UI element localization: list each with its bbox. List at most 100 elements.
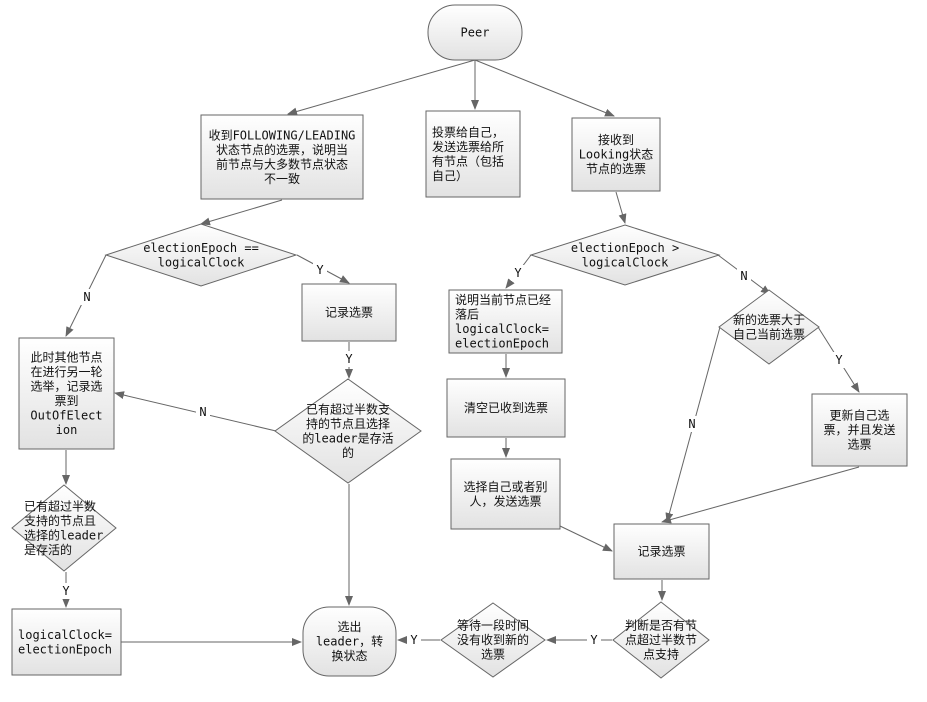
edge-label-bg	[685, 416, 699, 432]
node-text-line: 记录选票	[637, 545, 685, 559]
node-text-line: 换状态	[331, 649, 367, 663]
node-text-line: 的	[342, 445, 354, 460]
edge-label-majority-mid-no: N	[199, 405, 206, 419]
node-text-line: 持的节点且选择	[306, 416, 390, 431]
node-text-line: 更新自己选	[829, 408, 889, 423]
decision-diamond	[529, 224, 721, 286]
process-box	[811, 393, 908, 467]
process-box	[613, 523, 710, 580]
edge-label-bg	[59, 583, 73, 599]
node-text-line: 自己当前选票	[733, 326, 805, 341]
node-text-line: 落后	[455, 307, 479, 321]
node-text-line: 点超过半数节	[625, 632, 697, 647]
edge-label-new-bigger-no: N	[688, 417, 695, 431]
node-text-line: 自己）	[432, 169, 468, 183]
node-text-line: 的leader是存活	[302, 430, 393, 445]
edge-label-eq-no: N	[83, 290, 90, 304]
decision-diamond	[612, 601, 710, 679]
node-text-line: Peer	[461, 26, 490, 40]
connector-arrow-5	[615, 191, 627, 224]
connector-arrow-18	[559, 525, 613, 552]
node-text-line: 票到	[54, 394, 78, 408]
node-text-line: 新的选票大于	[733, 312, 805, 327]
node-text-line: 选举，记录选	[30, 379, 102, 393]
process-box	[200, 114, 364, 200]
edge-label-bg	[342, 351, 356, 367]
process-box	[446, 378, 566, 438]
node-decision-epoch-eq: electionEpoch ==logicalClock	[104, 223, 298, 287]
edge-label-bg	[407, 632, 421, 648]
node-text-line: 收到FOLLOWING/LEADING	[209, 128, 356, 142]
node-text-line: electionEpoch >	[571, 241, 679, 255]
decision-diamond	[274, 378, 422, 484]
node-text-line: 节点的选票	[586, 161, 646, 176]
node-text-line: 说明当前节点已经	[455, 292, 551, 307]
node-text-line: 选票	[847, 438, 871, 452]
node-text-line: electionEpoch	[18, 642, 112, 656]
node-text-line: 选择的leader	[24, 527, 103, 542]
edge-label-bg	[511, 265, 525, 281]
node-text-line: 记录选票	[325, 306, 373, 320]
node-text-line: Looking状态	[579, 148, 654, 162]
node-text-line: 人，发送选票	[469, 493, 541, 508]
node-text-line: 选票	[481, 648, 505, 662]
node-text-line: 是存活的	[24, 542, 72, 557]
node-text-line: 有节点（包括	[432, 153, 504, 168]
node-text-line: 判断是否有节	[625, 618, 697, 633]
edge-label-majority-right-yes: Y	[590, 633, 598, 647]
edge-label-gt-yes: Y	[514, 266, 522, 280]
connector-arrow-1	[287, 59, 476, 116]
node-text-line: 选择自己或者别	[463, 480, 547, 494]
node-text-line: 投票给自己，	[432, 124, 504, 139]
node-text-line: electionEpoch	[455, 336, 549, 350]
node-text-line: 发送选票给所	[432, 139, 504, 154]
process-box	[571, 117, 661, 192]
process-box	[18, 337, 115, 450]
node-text-line: OutOfElect	[30, 408, 102, 422]
edge-label-record-left-yes: Y	[345, 352, 353, 366]
connector-arrow-4	[200, 199, 283, 226]
process-box	[425, 110, 521, 198]
edge-label-majority-left-yes: Y	[62, 584, 70, 598]
node-peer: Peer	[427, 4, 523, 61]
connector-arrow-9	[114, 391, 277, 432]
node-receive-following: 收到FOLLOWING/LEADING状态节点的选票，说明当前节点与大多数节点状…	[200, 114, 364, 200]
node-text-line: 不一致	[264, 172, 300, 186]
edge-label-bg	[587, 632, 601, 648]
node-text-line: logicalClock=	[18, 628, 112, 642]
edge-label-wait-yes: Y	[410, 633, 418, 647]
terminal-shape	[427, 4, 523, 61]
node-text-line: 清空已收到选票	[464, 401, 548, 415]
node-text-line: logicalClock	[158, 255, 245, 269]
process-box	[450, 458, 561, 530]
decision-diamond	[104, 223, 298, 287]
node-text-line: 已有超过半数支	[306, 401, 390, 416]
node-record-vote-left: 记录选票	[301, 283, 397, 342]
node-text-line: logicalClock=	[455, 322, 549, 336]
node-clear-votes: 清空已收到选票	[446, 378, 566, 438]
node-text-line: 票，并且发送	[823, 422, 895, 437]
process-box	[301, 283, 397, 342]
process-box	[11, 608, 122, 676]
connector-arrow-3	[474, 59, 615, 117]
decision-diamond	[440, 602, 546, 678]
edge-label-gt-no: N	[740, 269, 747, 283]
node-text-line: leader，转	[316, 634, 383, 649]
connector-arrow-21	[661, 466, 860, 524]
node-text-line: 前节点与大多数节点状态	[216, 156, 348, 171]
edge-label-bg	[313, 262, 327, 278]
node-text-line: 接收到	[598, 132, 634, 147]
node-record-vote-right: 记录选票	[613, 523, 710, 580]
decision-diamond	[718, 289, 820, 365]
edge-label-new-bigger-yes: Y	[835, 353, 843, 367]
